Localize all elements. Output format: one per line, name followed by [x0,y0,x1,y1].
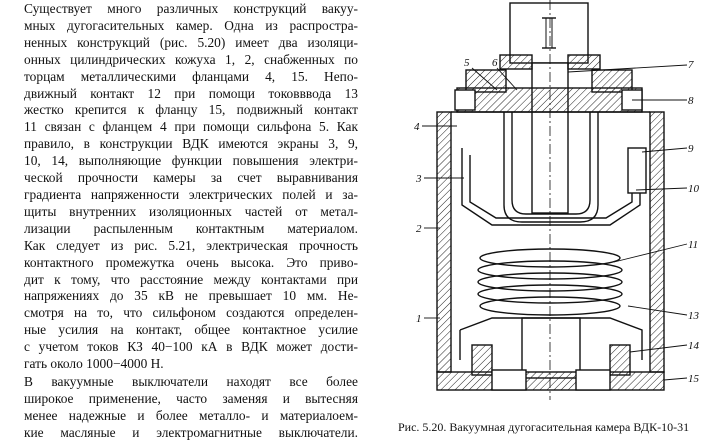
text-line: гать около 1000−4000 Н. [24,356,164,372]
label-5: 5 [464,57,470,69]
text-line: щиты внутренних изоляционных частей от м… [24,203,358,219]
left-insulator [436,111,452,373]
label-1: 1 [416,313,422,325]
text-line: градиента напряженности электрических по… [24,186,358,202]
shield-3 [461,148,641,226]
text-line: кие масляные и электромагнитные выключат… [24,424,358,440]
label-14: 14 [688,340,700,352]
vacuum-chamber-figure: 5 6 7 8 4 9 3 10 2 11 1 13 14 15 [392,0,709,441]
text-line: правило, в конструкции ВДК имеются экран… [24,136,358,152]
text-line: дит к тому, что расстояние между контакт… [24,271,358,287]
label-4: 4 [414,121,420,133]
text-line: торцам металлическими фланцами 4, 15. Не… [24,68,358,84]
text-line: менее надежные и более металло- и матери… [24,407,358,423]
text-line: широкое применение, часто заменяя и выте… [24,390,358,406]
text-line: с учетом токов КЗ 40−100 кА в ВДК может … [24,339,358,355]
label-11: 11 [688,239,698,251]
paragraph-2: В вакуумные выключатели находят все боле… [2,374,358,442]
text-line: В вакуумные выключатели находят все боле… [24,373,358,389]
body-text: Существует много различных конструкций в… [2,1,358,442]
paragraph-1: Существует много различных конструкций в… [2,1,358,373]
bellows-shield [503,112,599,223]
label-9: 9 [688,143,694,155]
label-10: 10 [688,183,700,195]
label-2: 2 [416,223,422,235]
bottom-flange [436,371,665,391]
text-line: лизации распыленным контактным материало… [24,220,358,236]
text-line: смотря на то, что сильфоном создаются оп… [24,305,358,321]
figure-caption: Рис. 5.20. Вакуумная дугогасительная кам… [398,420,690,434]
text-line: контактного промежутка очень высока. Это… [24,254,358,270]
label-15: 15 [688,373,700,385]
label-13: 13 [688,310,700,322]
vacuum-chamber-drawing: 5 6 7 8 4 9 3 10 2 11 1 13 14 15 [414,0,700,400]
text-line: 10, 14, выполняющие функции повышения эл… [24,153,358,169]
text-line: напряжениях до 35 кВ не превышает 10 мм.… [24,288,358,304]
stem-cap [509,2,589,64]
text-line: мных дугогасительных камер. Одна из расп… [24,17,358,33]
fixed-contact [521,317,581,379]
text-line: Существует много различных конструкций в… [24,1,358,16]
text-line: ненных конструкций (рис. 5.20) имеет два… [24,34,358,50]
text-line: ные усилия на контакт, общее контактное … [24,322,358,338]
label-8: 8 [688,95,694,107]
label-7: 7 [688,59,694,71]
text-line: Как следует из рис. 5.21, электрическая … [24,237,358,253]
text-line: движный контакт 12 при помощи токовввода… [24,85,358,101]
text-line: 11 связан с фланцем 4 при помощи сильфон… [24,119,358,135]
text-line: ческой прочности камеры за счет выравнив… [24,170,358,186]
label-3: 3 [415,173,422,185]
label-6: 6 [492,57,498,69]
text-line: онных цилиндрических кожуха 1, 2, снабже… [24,51,358,67]
text-line: жестко крепится к фланцу 15, подвижный к… [24,102,358,118]
